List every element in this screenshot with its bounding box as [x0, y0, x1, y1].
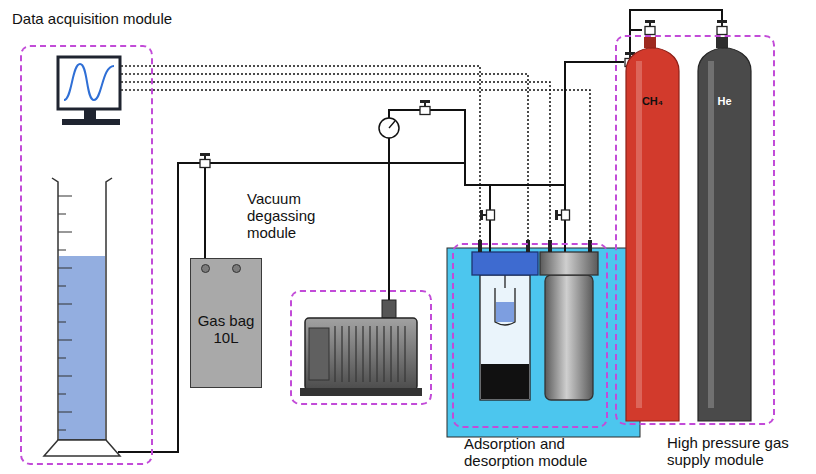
valve-symbol — [645, 20, 655, 35]
module-outline: Vacuum degassing module — [290, 290, 432, 405]
gas-bag: Gas bag 10L — [190, 258, 262, 388]
monitor-base — [62, 119, 120, 125]
sample-cell — [472, 240, 538, 400]
cylinder-base — [44, 440, 120, 456]
gas-bag-label: Gas bag 10L — [195, 312, 257, 346]
monitor-screen — [58, 57, 120, 109]
inner-vessel — [495, 288, 515, 325]
pump-motor — [309, 328, 329, 380]
valve-symbol — [480, 210, 495, 220]
module-outline: Data acquisition module — [20, 45, 153, 465]
gas-formula: He — [697, 95, 752, 108]
gas-formula: CH₄ — [625, 95, 680, 108]
cooling-ribs — [335, 326, 405, 382]
valve-symbol — [555, 210, 570, 220]
cylinder-body — [698, 48, 751, 421]
valve-symbol — [200, 153, 210, 168]
monitor-icon — [58, 57, 120, 125]
cylinder-highlight — [636, 61, 642, 408]
module-heading: High pressure gas supply module — [667, 434, 807, 468]
sensor-rod — [588, 240, 592, 252]
pump-base — [300, 388, 422, 396]
pump-outlet — [382, 300, 396, 318]
scale-ticks — [58, 196, 72, 430]
pressure-gauge — [379, 118, 399, 138]
cylinder-highlight — [708, 61, 714, 408]
reference-cell — [540, 240, 598, 400]
cylinder-body — [626, 48, 679, 421]
pipe — [118, 451, 153, 453]
signal-wire — [121, 66, 153, 90]
module-outline: Adsorption and desorption module — [452, 243, 608, 428]
pump-body — [305, 318, 417, 390]
liquid — [496, 302, 514, 322]
graduated-cylinder — [44, 178, 120, 456]
bag-port — [201, 264, 210, 273]
sensor-rod — [548, 240, 552, 252]
signal-line — [153, 66, 590, 243]
sensor-rod — [478, 240, 482, 252]
module-heading: Adsorption and desorption module — [464, 435, 614, 469]
valve-symbol — [420, 100, 430, 115]
gauge-needle — [389, 121, 395, 128]
hanger-rod — [504, 275, 505, 288]
pipe — [490, 184, 565, 186]
signal-curve — [64, 64, 114, 100]
cylinder-wall — [52, 178, 112, 440]
sensor-rod — [526, 240, 530, 252]
water-bath — [447, 248, 640, 437]
vacuum-pump — [300, 290, 422, 396]
gas-cylinder: He — [697, 47, 752, 422]
coal-sample — [481, 364, 529, 399]
cell-body — [545, 275, 593, 400]
gas-pipe — [565, 62, 615, 243]
cell-body — [480, 275, 530, 400]
cylinder-neck — [644, 37, 656, 48]
monitor-stand — [84, 109, 96, 119]
bag-port — [232, 264, 241, 273]
gas-pipe — [153, 163, 490, 452]
module-heading: Data acquisition module — [12, 10, 242, 27]
gas-cylinder: CH₄ — [625, 47, 680, 422]
cylinder-neck — [716, 37, 728, 48]
module-outline: High pressure gas supply moduleCH₄He — [615, 35, 775, 425]
valve-symbol — [717, 20, 727, 35]
cell-cap — [540, 252, 598, 275]
gas-pipe — [205, 163, 490, 258]
module-heading: Vacuum degassing module — [247, 190, 335, 241]
cell-cap — [472, 252, 538, 275]
